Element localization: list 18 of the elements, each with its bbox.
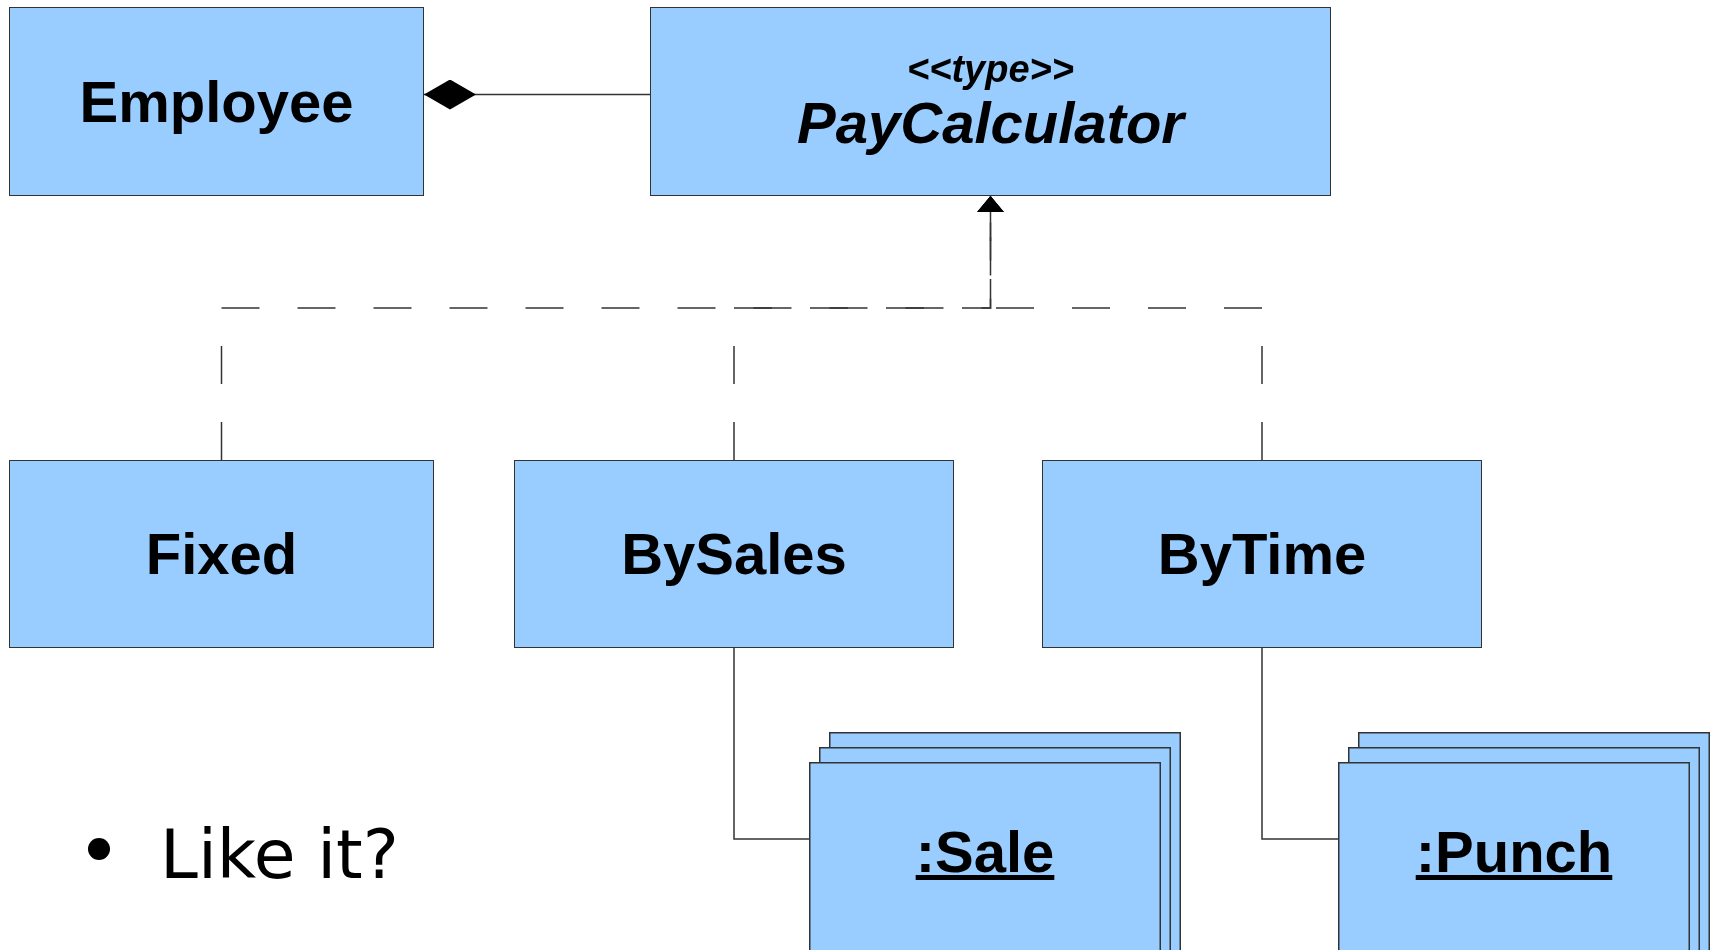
association-line [733, 647, 810, 840]
class-name: ByTime [1157, 522, 1367, 586]
class-name: Fixed [145, 522, 298, 586]
class-box [9, 460, 434, 648]
object-stack [1338, 732, 1710, 950]
class-box [1042, 460, 1482, 648]
class-box [9, 7, 424, 196]
composition-line [423, 79, 651, 110]
association-line [1261, 647, 1339, 840]
stereotype-label: <<type>> [907, 48, 1074, 91]
object-name: :Punch [1415, 820, 1613, 884]
object-stack [809, 732, 1181, 950]
object-name: :Sale [915, 820, 1055, 884]
bullet-text: Like it? [160, 815, 399, 894]
class-box [650, 7, 1331, 196]
class-name: BySales [621, 522, 847, 586]
class-name: Employee [79, 69, 354, 134]
class-box [514, 460, 954, 648]
